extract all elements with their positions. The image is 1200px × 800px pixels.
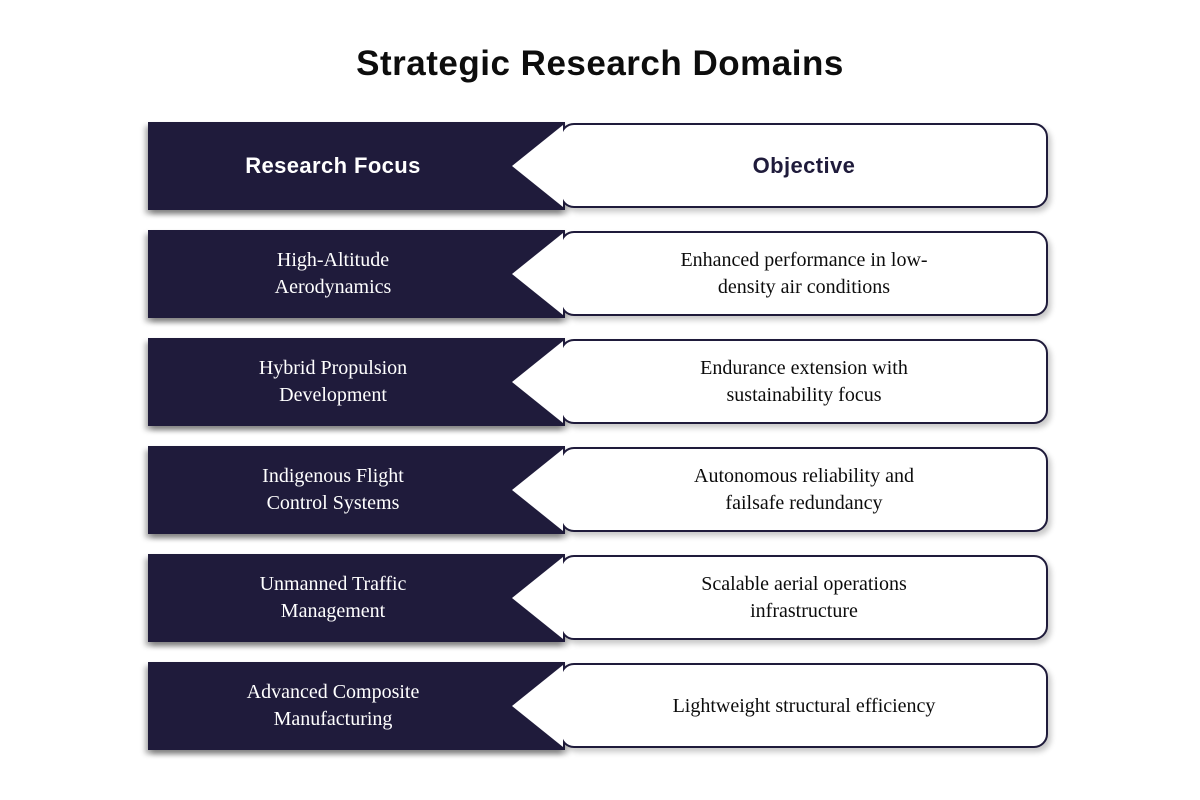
focus-label: Indigenous Flight Control Systems: [262, 465, 404, 514]
objective-label: Endurance extension with sustainability …: [700, 357, 908, 406]
page-title: Strategic Research Domains: [356, 44, 844, 83]
focus-label: Unmanned Traffic Management: [259, 573, 407, 622]
header-focus-label: Research Focus: [245, 153, 421, 178]
focus-label: Advanced Composite Manufacturing: [246, 681, 420, 730]
focus-cell: High-Altitude Aerodynamics: [158, 230, 508, 318]
objective-cell: Scalable aerial operations infrastructur…: [560, 554, 1048, 642]
table-row: Hybrid Propulsion Development Endurance …: [148, 338, 1048, 426]
focus-bar: [148, 338, 565, 426]
table-header-row: Research Focus Objective: [148, 122, 1048, 210]
focus-bar: [148, 662, 565, 750]
objective-label: Lightweight structural efficiency: [672, 694, 936, 717]
focus-cell: Indigenous Flight Control Systems: [158, 446, 508, 534]
focus-bar: [148, 230, 565, 318]
table-row: Indigenous Flight Control Systems Autono…: [148, 446, 1048, 534]
header-objective-cell: Objective: [560, 122, 1048, 210]
header-objective-box: [560, 123, 1048, 208]
header-focus-bar: [148, 122, 565, 210]
focus-bar: [148, 554, 565, 642]
focus-cell: Unmanned Traffic Management: [158, 554, 508, 642]
objective-label: Enhanced performance in low-density air …: [680, 249, 928, 298]
objective-cell: Autonomous reliability and failsafe redu…: [560, 446, 1048, 534]
focus-label: High-Altitude Aerodynamics: [274, 249, 392, 298]
objective-cell: Endurance extension with sustainability …: [560, 338, 1048, 426]
focus-cell: Hybrid Propulsion Development: [158, 338, 508, 426]
table-row: Unmanned Traffic Management Scalable aer…: [148, 554, 1048, 642]
focus-label: Hybrid Propulsion Development: [258, 357, 408, 406]
objective-label: Autonomous reliability and failsafe redu…: [694, 465, 914, 514]
focus-bar: [148, 446, 565, 534]
header-focus-cell: Research Focus: [158, 122, 508, 210]
focus-cell: Advanced Composite Manufacturing: [158, 662, 508, 750]
objective-box: [560, 339, 1048, 424]
objective-box: [560, 447, 1048, 532]
objective-cell: Lightweight structural efficiency: [560, 662, 1048, 750]
table-row: High-Altitude Aerodynamics Enhanced perf…: [148, 230, 1048, 318]
objective-box: [560, 663, 1048, 748]
objective-cell: Enhanced performance in low-density air …: [560, 230, 1048, 318]
objective-label: Scalable aerial operations infrastructur…: [701, 573, 907, 622]
table-row: Advanced Composite Manufacturing Lightwe…: [148, 662, 1048, 750]
header-objective-label: Objective: [752, 153, 856, 178]
objective-box: [560, 555, 1048, 640]
